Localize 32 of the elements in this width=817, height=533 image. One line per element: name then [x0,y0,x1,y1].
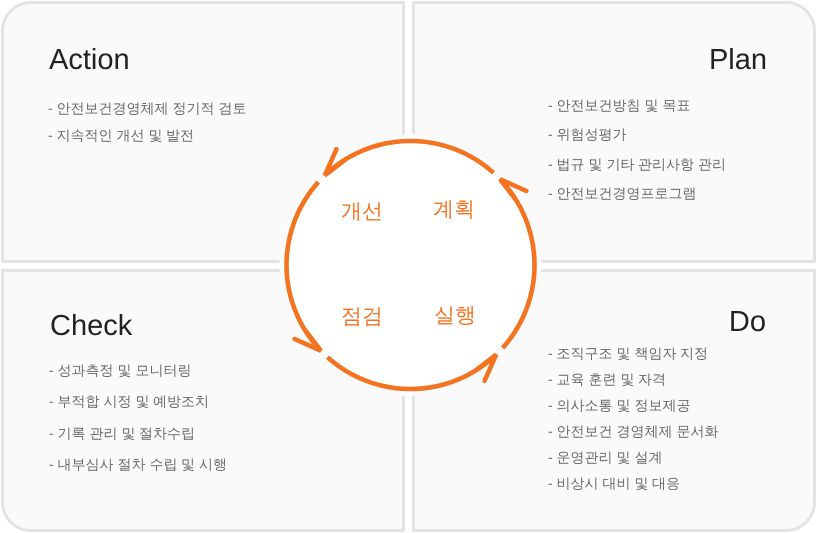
list-item: - 운영관리 및 설계 [548,448,662,466]
list-item: - 위험성평가 [548,125,627,144]
phase-label: 계획 [433,198,475,220]
list-item: - 교육 훈련 및 자격 [548,370,666,388]
phase-panel [412,1,816,263]
list-item: - 기록 관리 및 절차수립 [49,424,196,442]
list-item: - 내부심사 절차 수립 및 시행 [49,455,228,474]
list-item: - 성과측정 및 모니터링 [49,360,192,378]
phase-panel [412,269,816,532]
list-item: - 비상시 대비 및 대응 [548,474,680,492]
panel-title: Do [728,308,766,336]
list-item: - 의사소통 및 정보제공 [548,396,690,414]
list-item: - 조직구조 및 책임자 지정 [548,344,708,362]
list-item: - 지속적인 개선 및 발전 [48,126,194,144]
list-item: - 안전보건방침 및 목표 [548,96,690,114]
cycle-arrow [498,176,537,350]
phase-panel [1,1,405,263]
panel-title: Check [50,312,132,340]
list-item: - 법규 및 기타 관리사항 관리 [548,154,726,173]
phase-label: 개선 [341,200,383,222]
list-item: - 안전보건 경영체제 문서화 [548,422,718,440]
cycle-arrow [284,180,324,354]
panel-title: Action [49,46,130,74]
panel-title: Plan [708,46,767,74]
cycle-arrow [322,138,495,178]
list-item: - 안전보건경영프로그램 [548,184,697,202]
list-item: - 부적합 시정 및 예방조치 [49,392,210,410]
phase-panel [1,269,405,532]
list-item: - 안전보건경영체제 정기적 검토 [48,99,246,117]
phase-label: 점검 [341,306,383,327]
phase-label: 실행 [434,305,476,326]
cycle-arrow [326,352,499,392]
